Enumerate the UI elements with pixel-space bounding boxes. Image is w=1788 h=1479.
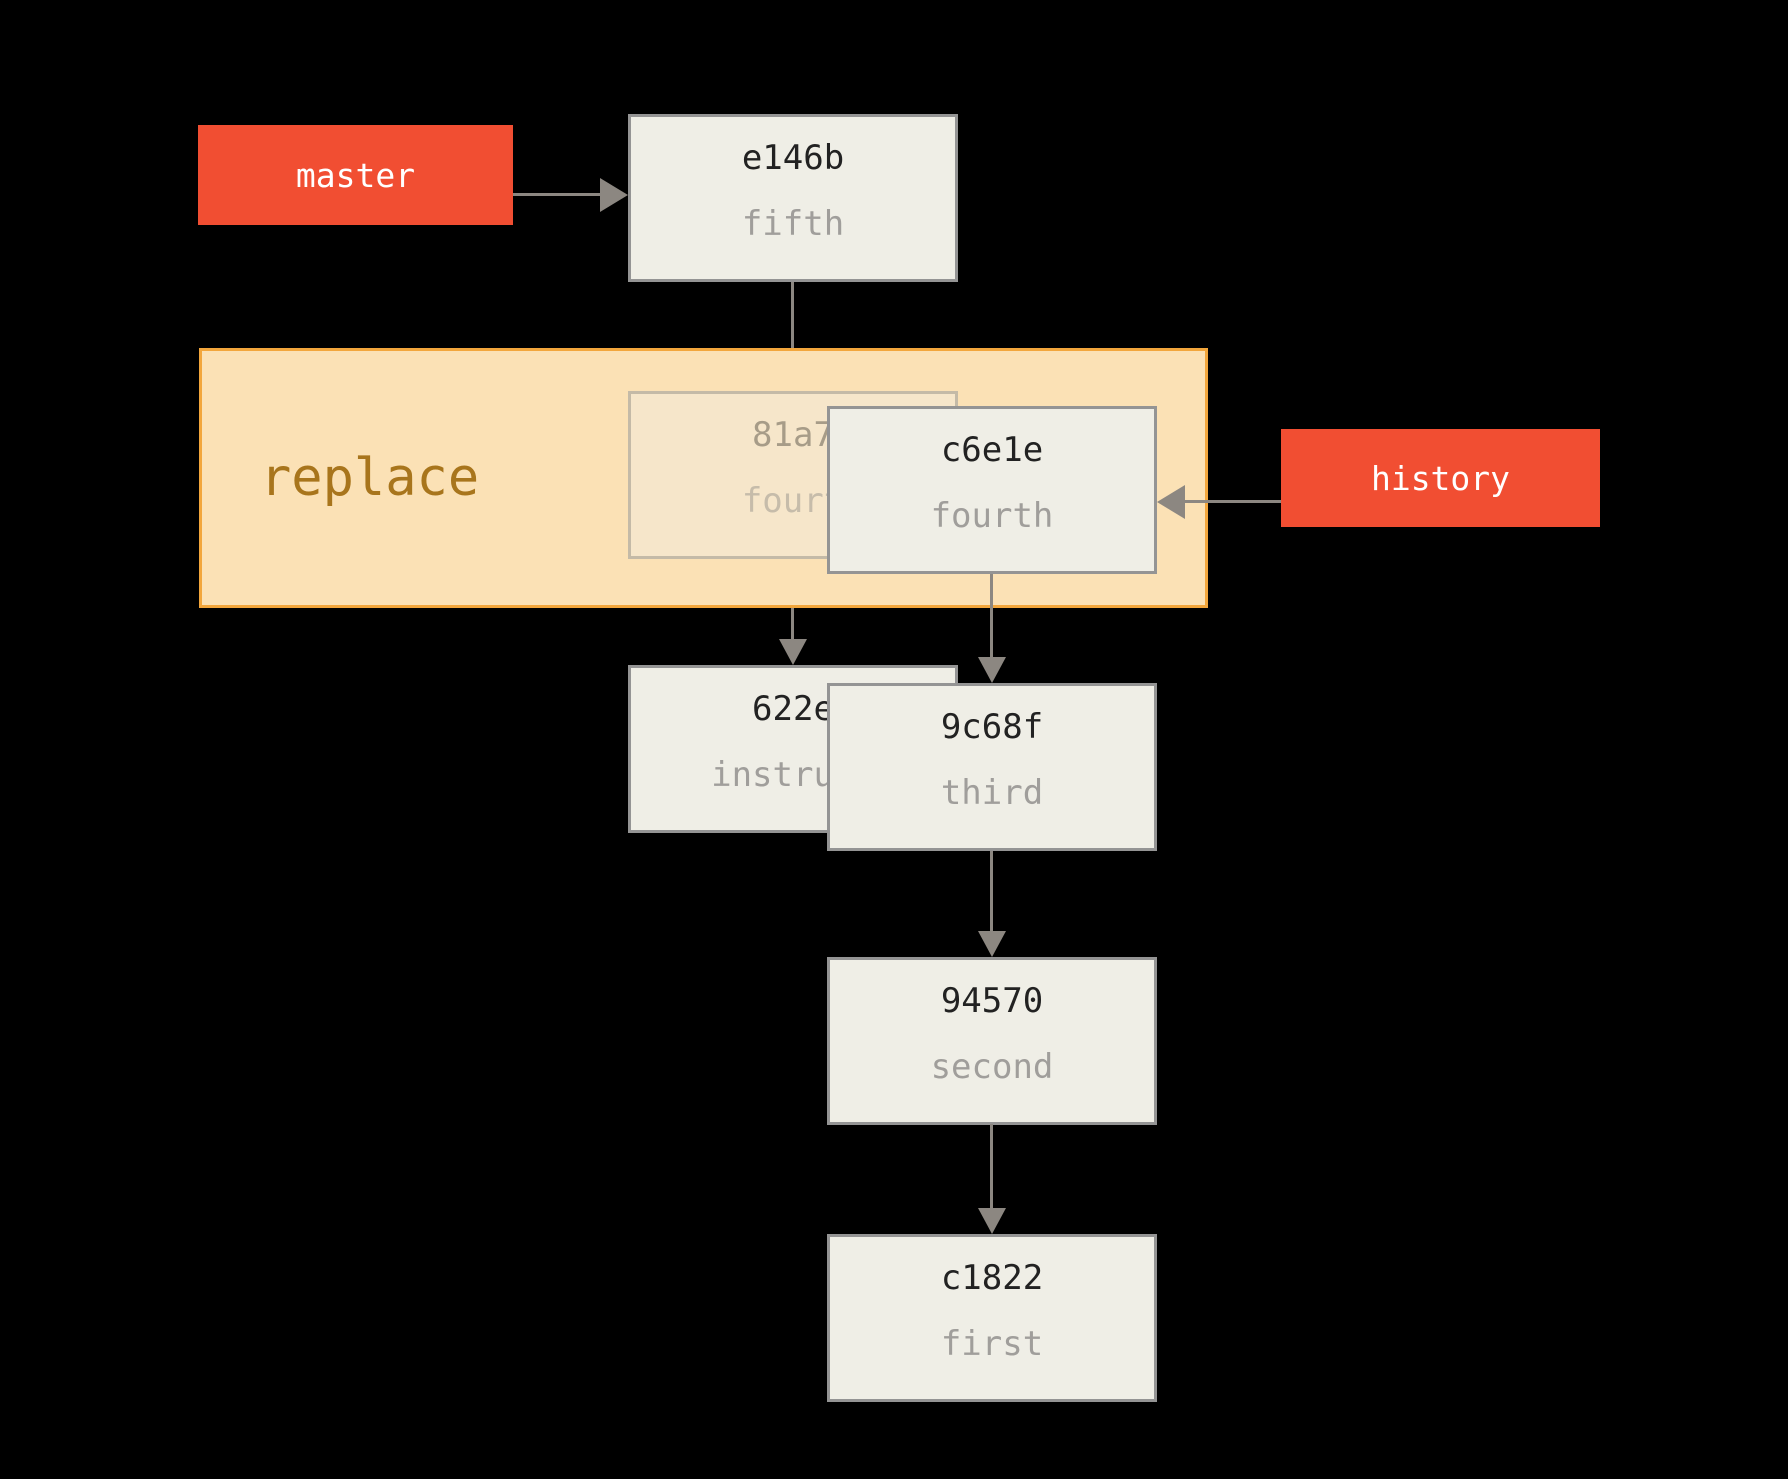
commit-box-9c68f: 9c68f third — [827, 683, 1157, 851]
commit-id: 9c68f — [940, 707, 1044, 747]
commit-id: 622e — [752, 689, 834, 729]
arrow-9c68f-to-94570-line — [990, 851, 993, 932]
commit-id: 81a7 — [752, 415, 834, 455]
arrow-master-to-e146b-line — [513, 193, 600, 196]
arrow-94570-to-c1822-line — [990, 1124, 993, 1209]
commit-id: c6e1e — [940, 430, 1044, 470]
commit-message: second — [930, 1047, 1054, 1087]
commit-message: first — [940, 1324, 1044, 1364]
replace-region-label: replace — [260, 448, 480, 508]
arrow-94570-to-c1822-head — [978, 1208, 1006, 1234]
commit-message: fifth — [741, 204, 845, 244]
commit-id: c1822 — [940, 1258, 1044, 1298]
arrow-replace-region-to-622e-line — [791, 608, 794, 641]
commit-message: third — [940, 773, 1044, 813]
commit-message: fourth — [930, 496, 1054, 536]
edge-e146b-to-replace-region — [791, 282, 794, 348]
branch-label-master: master — [198, 125, 513, 225]
arrow-history-to-c6e1e-line — [1185, 500, 1281, 503]
commit-box-c1822: c1822 first — [827, 1234, 1157, 1402]
arrow-c6e1e-to-9c68f-line — [990, 574, 993, 658]
commit-id: e146b — [741, 138, 845, 178]
arrow-replace-region-to-622e-head — [779, 639, 807, 665]
branch-label-history: history — [1281, 429, 1600, 527]
arrow-master-to-e146b-head — [600, 178, 628, 212]
commit-box-e146b: e146b fifth — [628, 114, 958, 282]
arrow-9c68f-to-94570-head — [978, 931, 1006, 957]
branch-label-history-text: history — [1370, 458, 1511, 498]
commit-box-94570: 94570 second — [827, 957, 1157, 1125]
branch-label-master-text: master — [295, 155, 416, 195]
commit-id: 94570 — [940, 981, 1044, 1021]
arrow-history-to-c6e1e-head — [1157, 485, 1185, 519]
commit-box-c6e1e: c6e1e fourth — [827, 406, 1157, 574]
arrow-c6e1e-to-9c68f-head — [978, 657, 1006, 683]
